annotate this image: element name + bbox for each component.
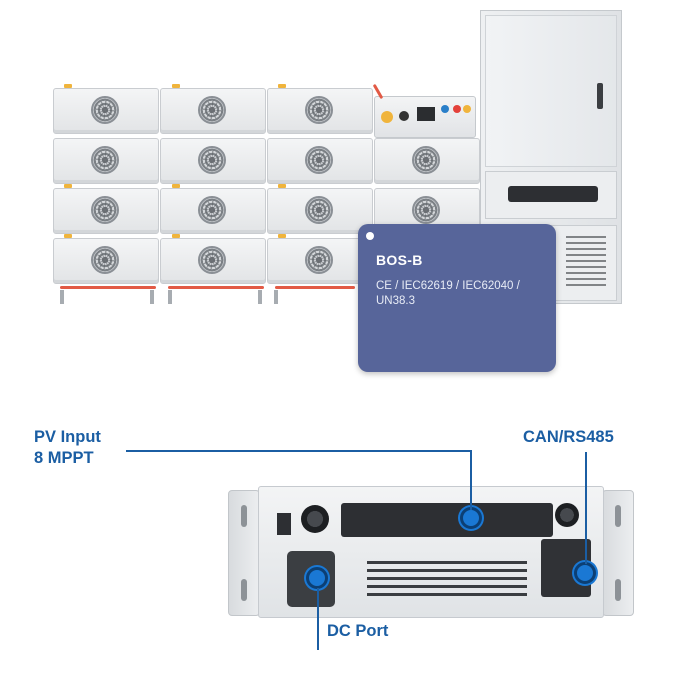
connector-icon xyxy=(381,111,393,123)
dc-port-label: DC Port xyxy=(327,622,389,640)
fan-icon xyxy=(198,96,226,124)
battery-module xyxy=(374,138,480,184)
fan-icon xyxy=(91,146,119,174)
fan-icon xyxy=(305,96,333,124)
battery-module xyxy=(267,188,373,234)
pv-input-marker xyxy=(460,507,482,529)
fan-icon xyxy=(91,246,119,274)
can-rs485-marker xyxy=(574,562,596,584)
connector-icon xyxy=(463,105,471,113)
fan-icon xyxy=(412,196,440,224)
card-dot-icon xyxy=(366,232,374,240)
battery-module xyxy=(267,138,373,184)
battery-system-image xyxy=(0,0,674,330)
pv-switch-knob xyxy=(301,505,329,533)
switch-knob xyxy=(555,503,579,527)
control-box xyxy=(374,96,476,138)
pv-input-label-line2: 8 MPPT xyxy=(34,449,94,467)
inverter-slot xyxy=(485,171,617,219)
connector-icon xyxy=(453,105,461,113)
dc-port-leader-line xyxy=(317,588,319,650)
fan-icon xyxy=(412,146,440,174)
vent-grille xyxy=(367,557,527,601)
connector-icon xyxy=(441,105,449,113)
fan-icon xyxy=(305,146,333,174)
connector-icon xyxy=(399,111,409,121)
fan-icon xyxy=(198,196,226,224)
battery-module xyxy=(160,88,266,134)
switch-block xyxy=(277,513,291,535)
pv-input-leader-line xyxy=(126,450,472,452)
dc-port-marker xyxy=(306,567,328,589)
battery-module xyxy=(53,88,159,134)
inverter-front-panel xyxy=(258,486,604,618)
pv-input-label-line1: PV Input xyxy=(34,428,101,446)
fan-icon xyxy=(91,96,119,124)
battery-module xyxy=(160,188,266,234)
fan-icon xyxy=(198,146,226,174)
battery-module xyxy=(267,88,373,134)
can-rs485-leader-line xyxy=(585,452,587,564)
pv-input-leader-line-vertical xyxy=(470,450,472,510)
battery-module xyxy=(53,238,159,284)
pv-input-label: PV Input 8 MPPT xyxy=(34,427,101,469)
rack-ear-right xyxy=(602,490,634,616)
card-title: BOS-B xyxy=(376,252,423,268)
battery-module xyxy=(53,138,159,184)
battery-module xyxy=(53,188,159,234)
door-handle xyxy=(597,83,603,109)
rack-ear-left xyxy=(228,490,260,616)
pv-input-connectors xyxy=(341,503,553,537)
battery-module xyxy=(160,138,266,184)
fan-icon xyxy=(91,196,119,224)
can-rs485-label: CAN/RS485 xyxy=(523,428,614,446)
product-info-card: BOS-B CE / IEC62619 / IEC62040 / UN38.3 xyxy=(358,224,556,372)
display-screen xyxy=(417,107,435,121)
fan-icon xyxy=(305,246,333,274)
card-certifications: CE / IEC62619 / IEC62040 / UN38.3 xyxy=(376,280,520,307)
battery-module xyxy=(160,238,266,284)
fan-icon xyxy=(305,196,333,224)
fan-icon xyxy=(198,246,226,274)
cabinet-door xyxy=(485,15,617,167)
